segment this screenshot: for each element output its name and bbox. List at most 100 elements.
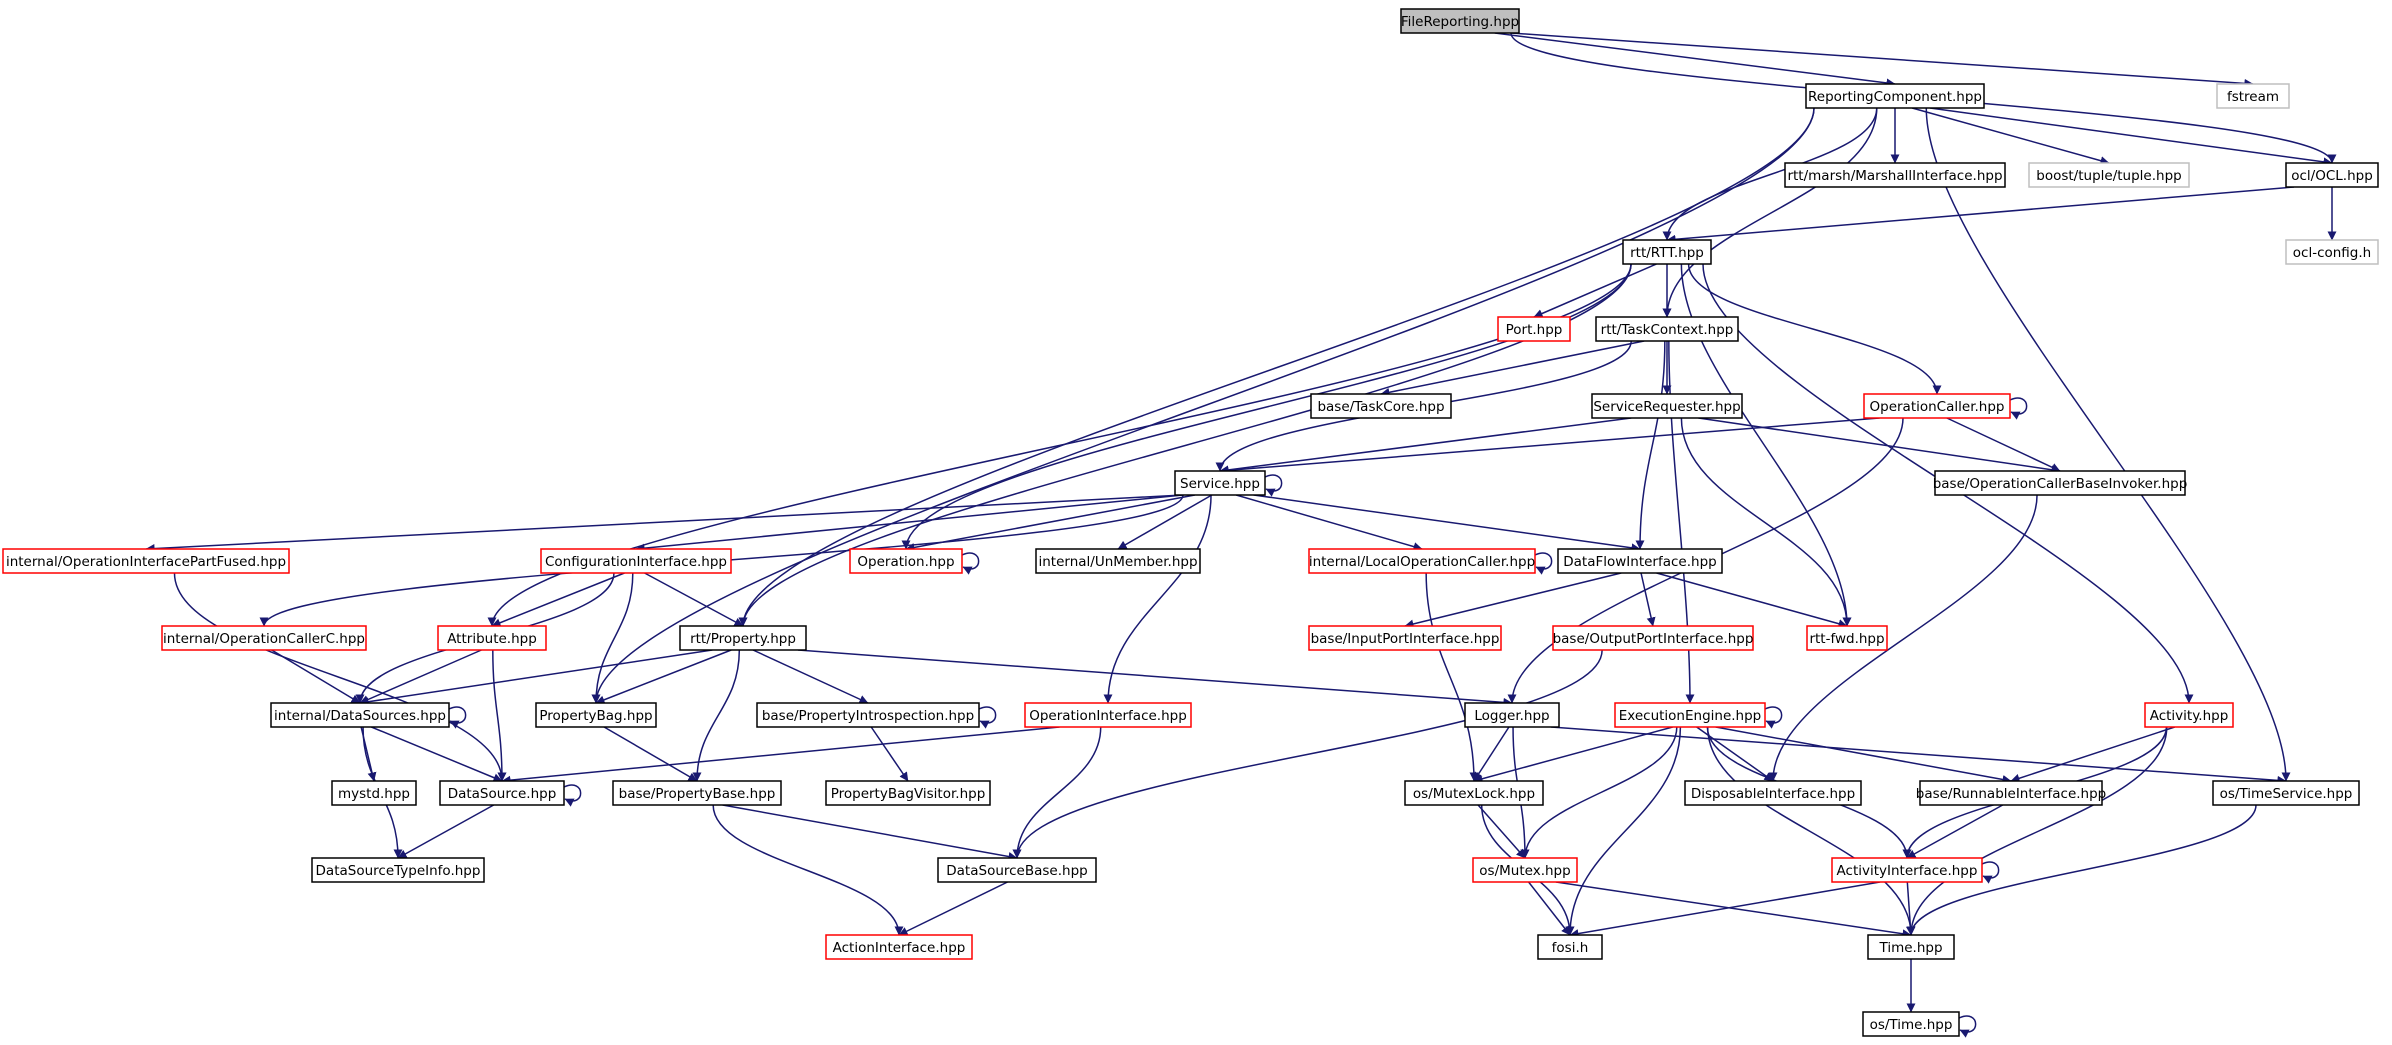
- node-label: Attribute.hpp: [447, 631, 537, 647]
- node-label: OperationInterface.hpp: [1029, 708, 1187, 724]
- edge-rttrtt-to-operation: [901, 263, 1632, 550]
- node-unmember[interactable]: internal/UnMember.hpp: [1035, 548, 1201, 574]
- node-activityinterface[interactable]: ActivityInterface.hpp: [1831, 857, 1983, 883]
- edge-osmutex-to-fosi: [1528, 881, 1571, 936]
- node-box: [1614, 702, 1766, 728]
- edge-execengine-to-runnable: [1715, 726, 2012, 784]
- edge-propertybase-to-datasourcebase: [722, 804, 1018, 861]
- edge-reportingcomponent-to-taskcontext: [1662, 107, 1878, 318]
- edge-configinterface-to-attribute: [491, 572, 625, 628]
- node-opcallerc[interactable]: internal/OperationCallerC.hpp: [161, 625, 367, 651]
- edge-propertybag-to-propertybase: [603, 726, 698, 782]
- node-port[interactable]: Port.hpp: [1497, 316, 1571, 342]
- node-marshall[interactable]: rtt/marsh/MarshallInterface.hpp: [1784, 162, 2006, 188]
- edge-runnable-to-activityinterface: [1906, 804, 2004, 859]
- node-ostime[interactable]: os/Time.hpp: [1862, 1011, 1960, 1037]
- node-label: PropertyBagVisitor.hpp: [831, 786, 986, 802]
- edge-outputport-to-datasourcebase: [1012, 649, 1603, 859]
- node-datasourcebase[interactable]: DataSourceBase.hpp: [937, 857, 1097, 883]
- node-filereporting[interactable]: FileReporting.hpp: [1400, 8, 1520, 34]
- node-disposable[interactable]: DisposableInterface.hpp: [1684, 780, 1862, 806]
- node-box: [1622, 239, 1712, 265]
- node-servicerequester[interactable]: ServiceRequester.hpp: [1591, 393, 1743, 419]
- node-label: internal/OperationCallerC.hpp: [163, 631, 365, 647]
- node-localopcaller[interactable]: internal/LocalOperationCaller.hpp: [1308, 548, 1536, 574]
- edge-datasources-to-datasource: [371, 726, 503, 782]
- edge-datasource-to-datasource: [563, 784, 582, 807]
- node-service[interactable]: Service.hpp: [1174, 470, 1266, 496]
- node-box: [1806, 625, 1888, 651]
- node-fosi[interactable]: fosi.h: [1537, 934, 1603, 960]
- edge-rttrtt-to-operationcaller: [1687, 263, 1942, 395]
- node-datasource[interactable]: DataSource.hpp: [439, 780, 565, 806]
- node-propertybag[interactable]: PropertyBag.hpp: [535, 702, 657, 728]
- node-osmutex[interactable]: os/Mutex.hpp: [1472, 857, 1578, 883]
- node-datasources[interactable]: internal/DataSources.hpp: [270, 702, 450, 728]
- node-box: [2028, 162, 2190, 188]
- edge-rttrtt-to-rttfwd: [1680, 263, 1852, 627]
- node-time[interactable]: Time.hpp: [1867, 934, 1955, 960]
- edge-rttproperty-to-logger: [797, 649, 1513, 707]
- edge-opcallerc-to-datasources: [271, 649, 361, 704]
- node-rttrtt[interactable]: rtt/RTT.hpp: [1622, 239, 1712, 265]
- node-label: FileReporting.hpp: [1401, 14, 1519, 30]
- edge-taskcontext-to-execengine: [1668, 340, 1695, 704]
- edge-servicerequester-to-service: [1219, 417, 1632, 475]
- node-label: rtt/Property.hpp: [690, 631, 796, 647]
- node-box: [1404, 780, 1544, 806]
- node-box: [612, 780, 782, 806]
- edge-dataflowinterface-to-outputport: [1640, 572, 1656, 627]
- node-mutexlock[interactable]: os/MutexLock.hpp: [1404, 780, 1544, 806]
- node-mystd[interactable]: mystd.hpp: [331, 780, 417, 806]
- node-box: [2144, 702, 2234, 728]
- node-label: os/TimeService.hpp: [2220, 786, 2353, 802]
- node-label: base/PropertyBase.hpp: [619, 786, 776, 802]
- node-box: [1174, 470, 1266, 496]
- node-reportingcomponent[interactable]: ReportingComponent.hpp: [1805, 83, 1985, 109]
- node-configinterface[interactable]: ConfigurationInterface.hpp: [540, 548, 732, 574]
- edge-taskcontext-to-dataflowinterface: [1635, 340, 1666, 550]
- edge-rttproperty-to-propintrospection: [752, 649, 869, 704]
- node-label: ReportingComponent.hpp: [1808, 89, 1982, 105]
- node-taskcore[interactable]: base/TaskCore.hpp: [1310, 393, 1452, 419]
- node-label: Logger.hpp: [1474, 708, 1549, 724]
- node-propbagvisitor[interactable]: PropertyBagVisitor.hpp: [825, 780, 991, 806]
- node-opinterface[interactable]: OperationInterface.hpp: [1024, 702, 1192, 728]
- node-execengine[interactable]: ExecutionEngine.hpp: [1614, 702, 1766, 728]
- node-inputport[interactable]: base/InputPortInterface.hpp: [1308, 625, 1502, 651]
- node-attribute[interactable]: Attribute.hpp: [437, 625, 547, 651]
- node-timeservice[interactable]: os/TimeService.hpp: [2212, 780, 2360, 806]
- edge-service-to-opinterface: [1103, 494, 1212, 704]
- edge-propintrospection-to-propbagvisitor: [870, 726, 909, 782]
- node-box: [1400, 8, 1520, 34]
- node-operationcaller[interactable]: OperationCaller.hpp: [1863, 393, 2011, 419]
- edge-logger-to-mutexlock: [1473, 726, 1510, 782]
- node-actioninterface[interactable]: ActionInterface.hpp: [825, 934, 973, 960]
- edge-rttproperty-to-propertybag: [595, 649, 732, 705]
- node-label: DataSource.hpp: [448, 786, 557, 802]
- node-activity[interactable]: Activity.hpp: [2144, 702, 2234, 728]
- node-opifacepartfused[interactable]: internal/OperationInterfacePartFused.hpp: [2, 548, 290, 574]
- edge-configinterface-to-propertybag: [591, 572, 634, 704]
- node-box: [756, 702, 980, 728]
- node-dstypeinfo[interactable]: DataSourceTypeInfo.hpp: [311, 857, 485, 883]
- edge-reportingcomponent-to-rttrtt: [1662, 107, 1878, 241]
- node-box: [1863, 393, 2011, 419]
- node-outputport[interactable]: base/OutputPortInterface.hpp: [1552, 625, 1754, 651]
- node-logger[interactable]: Logger.hpp: [1464, 702, 1560, 728]
- node-label: Time.hpp: [1878, 940, 1942, 956]
- node-label: DataFlowInterface.hpp: [1563, 554, 1716, 570]
- node-oclocl[interactable]: ocl/OCL.hpp: [2285, 162, 2379, 188]
- node-dataflowinterface[interactable]: DataFlowInterface.hpp: [1557, 548, 1723, 574]
- node-taskcontext[interactable]: rtt/TaskContext.hpp: [1595, 316, 1739, 342]
- node-label: DataSourceTypeInfo.hpp: [316, 863, 481, 879]
- node-propintrospection[interactable]: base/PropertyIntrospection.hpp: [756, 702, 980, 728]
- node-box: [1934, 470, 2186, 496]
- node-operation[interactable]: Operation.hpp: [849, 548, 963, 574]
- node-propertybase[interactable]: base/PropertyBase.hpp: [612, 780, 782, 806]
- edge-servicerequester-to-opcallerbaseinvoker: [1698, 417, 2061, 475]
- node-rttproperty[interactable]: rtt/Property.hpp: [679, 625, 807, 651]
- node-opcallerbaseinvoker[interactable]: base/OperationCallerBaseInvoker.hpp: [1933, 470, 2188, 496]
- node-runnable[interactable]: base/RunnableInterface.hpp: [1916, 780, 2107, 806]
- node-rttfwd[interactable]: rtt-fwd.hpp: [1806, 625, 1888, 651]
